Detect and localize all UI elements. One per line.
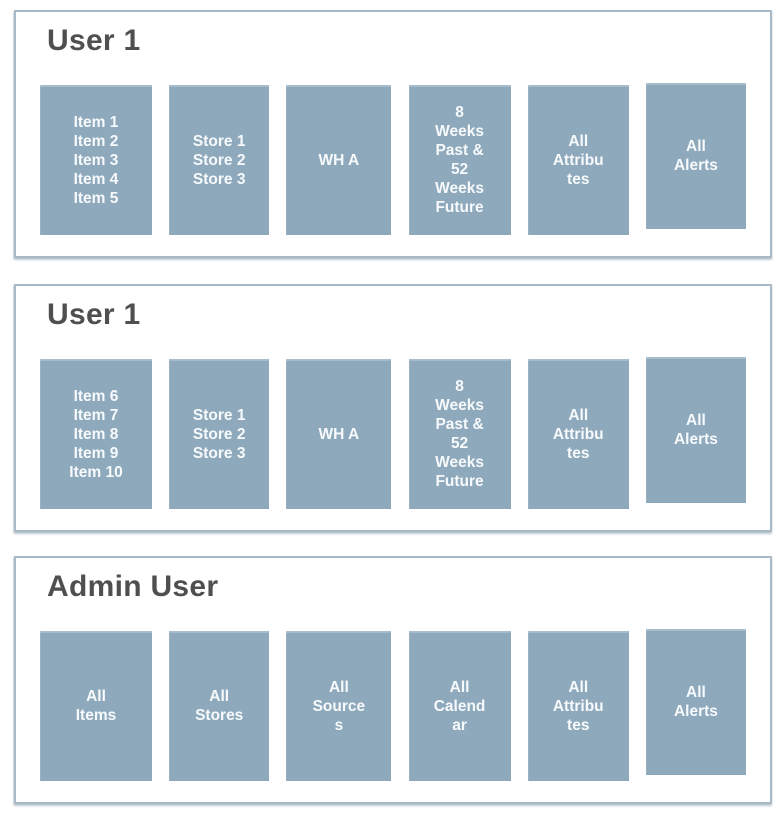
- panel-title: User 1: [47, 24, 141, 57]
- items-scope-label: Item 6 Item 7 Item 8 Item 9 Item 10: [69, 387, 123, 481]
- alerts-scope-box: All Alerts: [645, 83, 746, 229]
- all-items-box: All Items: [40, 631, 152, 781]
- attributes-scope-label: All Attribu tes: [552, 406, 604, 462]
- warehouse-scope-box: WH A: [286, 85, 392, 235]
- calendar-scope-label: 8 Weeks Past & 52 Weeks Future: [435, 104, 484, 216]
- stores-scope-label: Store 1 Store 2 Store 3: [192, 406, 246, 462]
- panel-title: User 1: [47, 298, 141, 331]
- all-sources-box: All Source s: [286, 631, 392, 781]
- scope-box-row: All Items All Stores All Source s All Ca…: [40, 629, 746, 781]
- warehouse-scope-box: WH A: [286, 359, 392, 509]
- items-scope-box: Item 1 Item 2 Item 3 Item 4 Item 5: [40, 85, 152, 235]
- all-alerts-label: All Alerts: [673, 684, 718, 720]
- all-calendar-label: All Calend ar: [433, 678, 486, 734]
- all-sources-label: All Source s: [312, 678, 366, 734]
- attributes-scope-label: All Attribu tes: [552, 132, 604, 188]
- all-items-label: All Items: [75, 688, 117, 724]
- alerts-scope-box: All Alerts: [645, 357, 746, 503]
- attributes-scope-box: All Attribu tes: [527, 85, 629, 235]
- scope-box-row: Item 1 Item 2 Item 3 Item 4 Item 5 Store…: [40, 83, 746, 235]
- warehouse-scope-label: WH A: [318, 151, 360, 169]
- alerts-scope-label: All Alerts: [673, 138, 718, 174]
- stores-scope-box: Store 1 Store 2 Store 3: [169, 359, 270, 509]
- attributes-scope-box: All Attribu tes: [527, 359, 629, 509]
- stores-scope-label: Store 1 Store 2 Store 3: [192, 132, 246, 188]
- all-attributes-box: All Attribu tes: [527, 631, 629, 781]
- items-scope-label: Item 1 Item 2 Item 3 Item 4 Item 5: [73, 113, 119, 207]
- all-alerts-box: All Alerts: [645, 629, 746, 775]
- scope-box-row: Item 6 Item 7 Item 8 Item 9 Item 10 Stor…: [40, 357, 746, 509]
- stores-scope-box: Store 1 Store 2 Store 3: [169, 85, 270, 235]
- panel-user1-second: User 1 Item 6 Item 7 Item 8 Item 9 Item …: [14, 284, 772, 532]
- all-stores-label: All Stores: [195, 688, 244, 724]
- calendar-scope-box: 8 Weeks Past & 52 Weeks Future: [408, 359, 511, 509]
- items-scope-box: Item 6 Item 7 Item 8 Item 9 Item 10: [40, 359, 152, 509]
- calendar-scope-box: 8 Weeks Past & 52 Weeks Future: [408, 85, 511, 235]
- alerts-scope-label: All Alerts: [673, 412, 718, 448]
- all-calendar-box: All Calend ar: [408, 631, 511, 781]
- all-attributes-label: All Attribu tes: [552, 678, 604, 734]
- all-stores-box: All Stores: [169, 631, 270, 781]
- calendar-scope-label: 8 Weeks Past & 52 Weeks Future: [435, 378, 484, 490]
- warehouse-scope-label: WH A: [318, 425, 360, 443]
- panel-user1-first: User 1 Item 1 Item 2 Item 3 Item 4 Item …: [14, 10, 772, 258]
- panel-admin-user: Admin User All Items All Stores All Sour…: [14, 556, 772, 804]
- panel-title: Admin User: [47, 570, 219, 603]
